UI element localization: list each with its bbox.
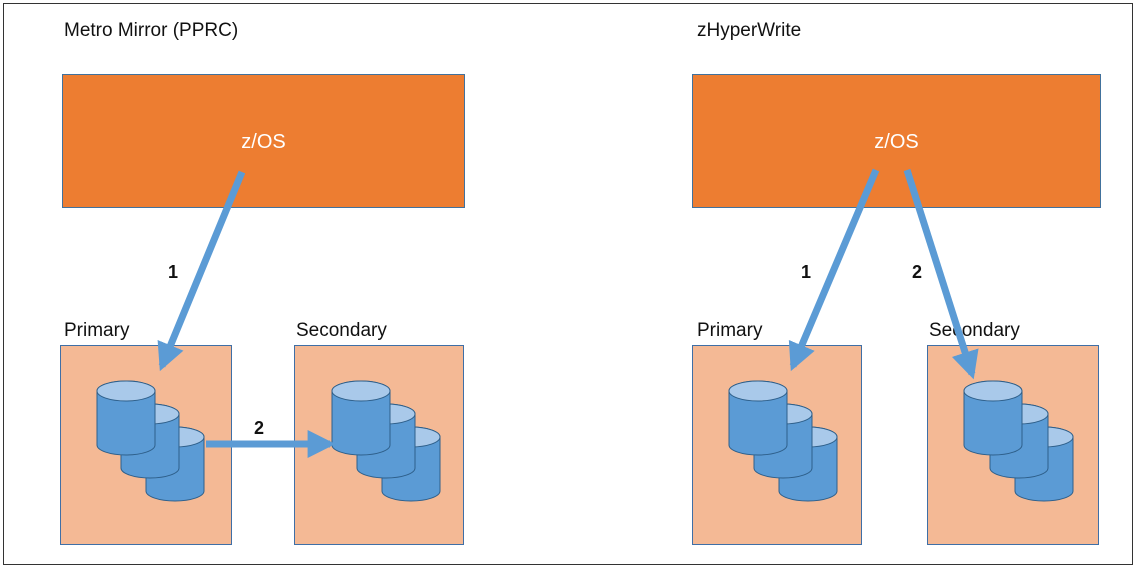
right-primary-disk-stack xyxy=(728,380,838,502)
left-step-2-label: 2 xyxy=(254,418,265,438)
right-step-1-label: 1 xyxy=(801,262,812,282)
right-primary-label: Primary xyxy=(697,320,763,341)
left-arrow-zos-to-primary xyxy=(157,170,246,372)
right-step-2-label: 2 xyxy=(912,262,923,282)
left-step-1-label: 1 xyxy=(168,262,179,282)
left-primary-disk-stack xyxy=(96,380,205,502)
disk-icon xyxy=(728,380,788,456)
right-secondary-label: Secondary xyxy=(929,320,1020,341)
right-secondary-disk-stack xyxy=(963,380,1074,502)
metro-mirror-title: Metro Mirror (PPRC) xyxy=(64,20,239,41)
left-zos-label: z/OS xyxy=(241,131,286,153)
left-zos-host-box: z/OS xyxy=(62,74,465,208)
disk-icon xyxy=(96,380,156,456)
left-secondary-disk-stack xyxy=(331,380,441,502)
right-arrow-zos-to-primary xyxy=(788,168,880,372)
zhyperwrite-title: zHyperWrite xyxy=(697,20,802,41)
disk-icon xyxy=(331,380,391,456)
left-primary-label: Primary xyxy=(64,320,130,341)
disk-icon xyxy=(963,380,1023,456)
left-secondary-label: Secondary xyxy=(296,320,387,341)
right-zos-host-box: z/OS xyxy=(692,74,1101,208)
right-arrow-zos-to-secondary xyxy=(903,168,979,380)
right-zos-label: z/OS xyxy=(874,131,919,153)
